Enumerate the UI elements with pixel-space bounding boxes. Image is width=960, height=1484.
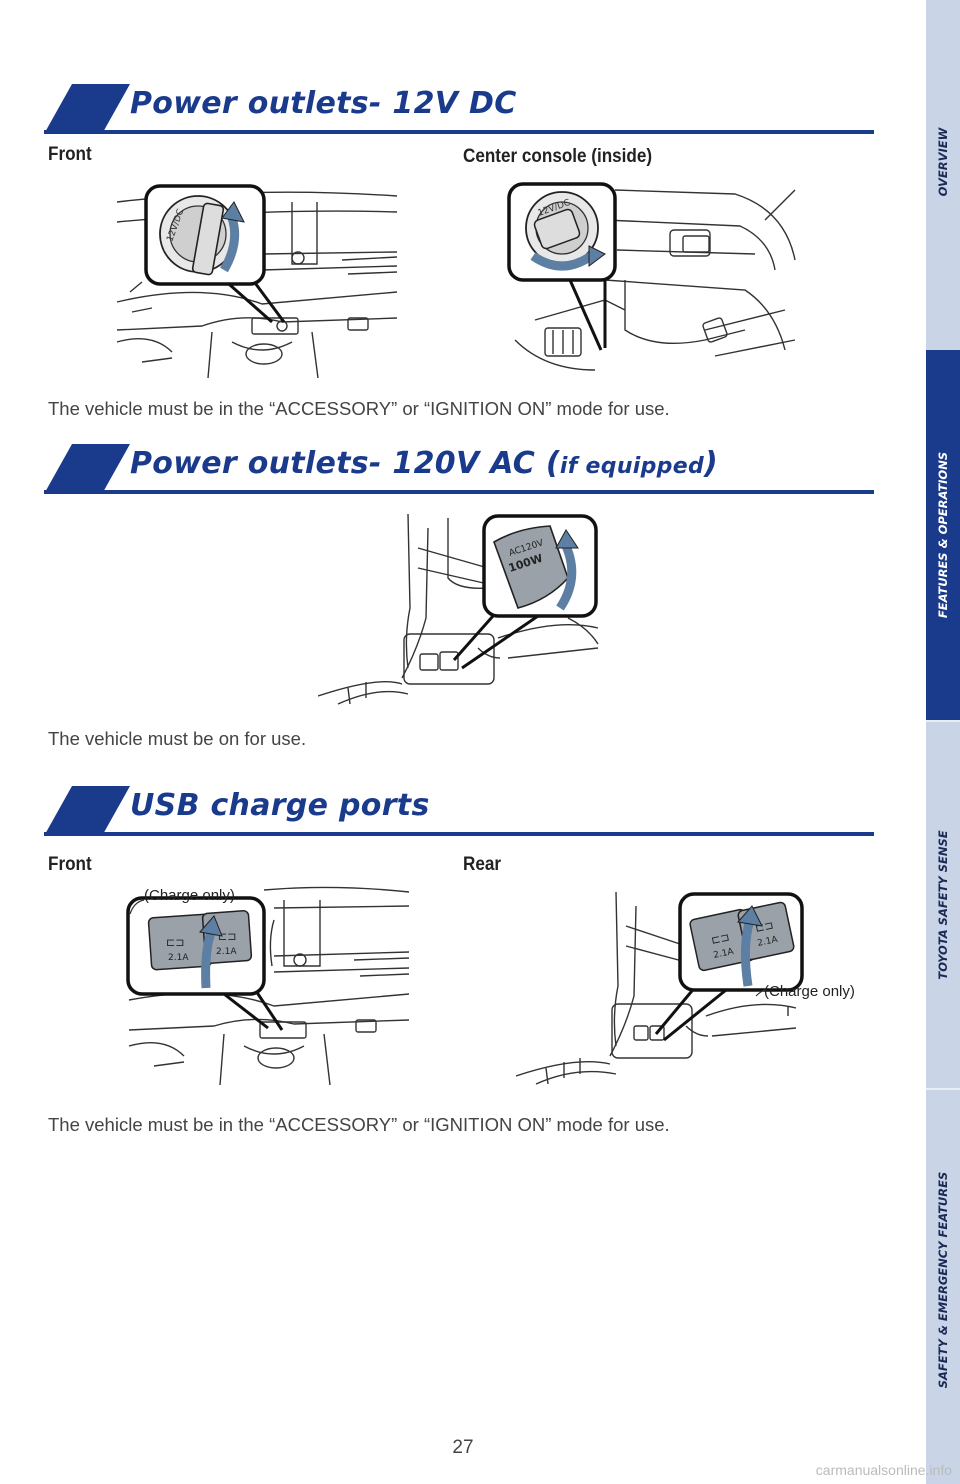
header-rule — [44, 130, 874, 134]
nav-tab-label: SAFETY & EMERGENCY FEATURES — [936, 1171, 950, 1389]
illustration-120v-ac-outlet: AC120V 100W — [318, 508, 608, 708]
section-title-120v-ac: Power outlets- 120V AC (if equipped) — [130, 446, 718, 481]
illustration-rear-usb-ports: ⊏⊐ 2.1A ⊏⊐ 2.1A (Charge only) — [516, 886, 872, 1086]
label-center-console: Center console (inside) — [463, 146, 653, 167]
section-nav-sidebar: OVERVIEW FEATURES & OPERATIONS TOYOTA SA… — [926, 0, 960, 1484]
title-if-equipped: if equipped — [559, 454, 704, 479]
illustration-front-usb-ports: ⊏⊐ 2.1A ⊏⊐ 2.1A (Charge only) — [124, 880, 414, 1085]
header-tab — [44, 786, 130, 836]
title-close: ) — [704, 446, 719, 481]
watermark: carmanualsonline.info — [815, 1462, 952, 1478]
nav-tab-toyota-safety-sense[interactable]: TOYOTA SAFETY SENSE — [926, 722, 960, 1088]
header-rule — [44, 490, 874, 494]
svg-text:⊏⊐: ⊏⊐ — [218, 930, 236, 943]
svg-text:2.1A: 2.1A — [713, 947, 736, 961]
illustration-console-12v-outlet: 12V/DC — [505, 180, 805, 376]
note-12v: The vehicle must be in the “ACCESSORY” o… — [48, 398, 670, 419]
page-number: 27 — [452, 1437, 474, 1458]
svg-text:2.1A: 2.1A — [216, 947, 237, 957]
nav-tab-safety-emergency[interactable]: SAFETY & EMERGENCY FEATURES — [926, 1090, 960, 1484]
header-tab — [44, 84, 130, 134]
svg-text:⊏⊐: ⊏⊐ — [710, 930, 731, 947]
section-header-12v-dc: Power outlets- 12V DC — [44, 84, 874, 134]
section-header-120v-ac: Power outlets- 120V AC (if equipped) — [44, 444, 874, 494]
svg-text:2.1A: 2.1A — [757, 935, 780, 949]
header-rule — [44, 832, 874, 836]
nav-tab-label: FEATURES & OPERATIONS — [936, 451, 950, 619]
label-front-usb: Front — [48, 854, 92, 875]
callout-charge-only-rear: (Charge only) — [764, 983, 855, 1000]
nav-tab-overview[interactable]: OVERVIEW — [926, 0, 960, 350]
svg-text:2.1A: 2.1A — [168, 953, 189, 963]
illustration-front-12v-outlet: 12V/DC — [112, 182, 402, 378]
label-rear-usb: Rear — [463, 854, 502, 875]
note-120v: The vehicle must be on for use. — [48, 728, 307, 749]
note-usb: The vehicle must be in the “ACCESSORY” o… — [48, 1114, 670, 1135]
nav-divider — [926, 1088, 960, 1090]
nav-divider — [926, 720, 960, 722]
section-title-12v-dc: Power outlets- 12V DC — [130, 86, 517, 121]
label-front-12v: Front — [48, 144, 92, 165]
callout-charge-only-front: (Charge only) — [144, 887, 235, 904]
section-title-usb: USB charge ports — [130, 788, 430, 823]
section-header-usb: USB charge ports — [44, 786, 874, 836]
nav-tab-label: OVERVIEW — [936, 127, 950, 197]
svg-text:⊏⊐: ⊏⊐ — [166, 936, 184, 949]
title-main: Power outlets- 120V AC ( — [130, 446, 560, 481]
nav-tab-features-operations[interactable]: FEATURES & OPERATIONS — [926, 350, 960, 720]
nav-tab-label: TOYOTA SAFETY SENSE — [936, 830, 950, 980]
header-tab — [44, 444, 130, 494]
